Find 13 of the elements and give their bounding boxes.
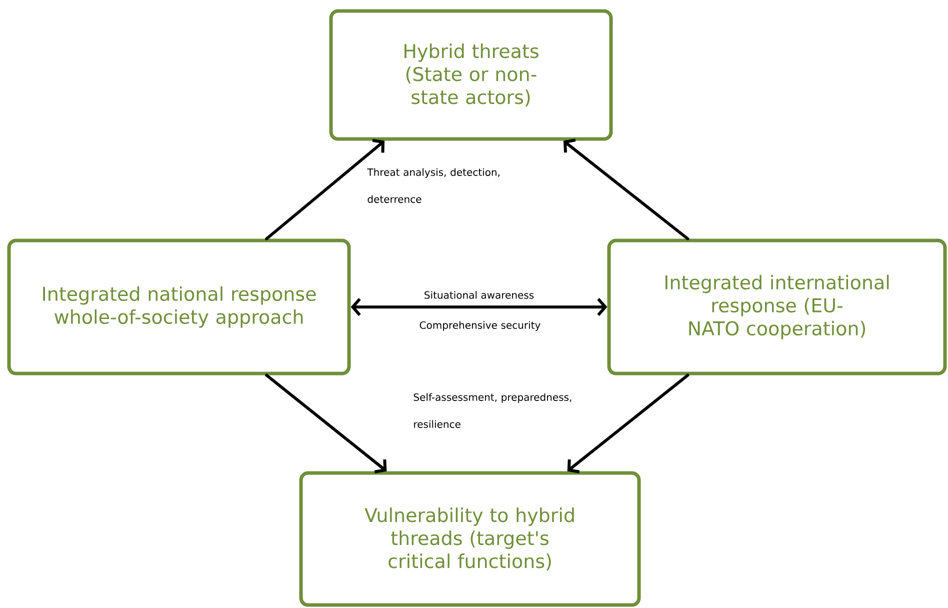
process-box: Integrated national response whole-of-society approach (7, 238, 351, 376)
process-box: Integrated international response (EU-NATO cooperation) (607, 238, 947, 376)
arrow (567, 374, 690, 474)
arrow (265, 138, 385, 240)
annotation-text: Comprehensive security (420, 321, 540, 331)
annotation-text: Threat analysis, detection, deterrence (367, 168, 500, 203)
arrow (563, 138, 690, 240)
process-box: Vulnerability to hybrid threads (target's critical functions) (299, 471, 641, 607)
process-box: Hybrid threats (State or non-state actors) (329, 9, 613, 141)
arrow (265, 374, 387, 474)
edge-label: Situational awareness (422, 290, 536, 300)
annotation-text: Self-assessment, preparedness, resilience (414, 393, 572, 428)
arrow (350, 298, 608, 316)
